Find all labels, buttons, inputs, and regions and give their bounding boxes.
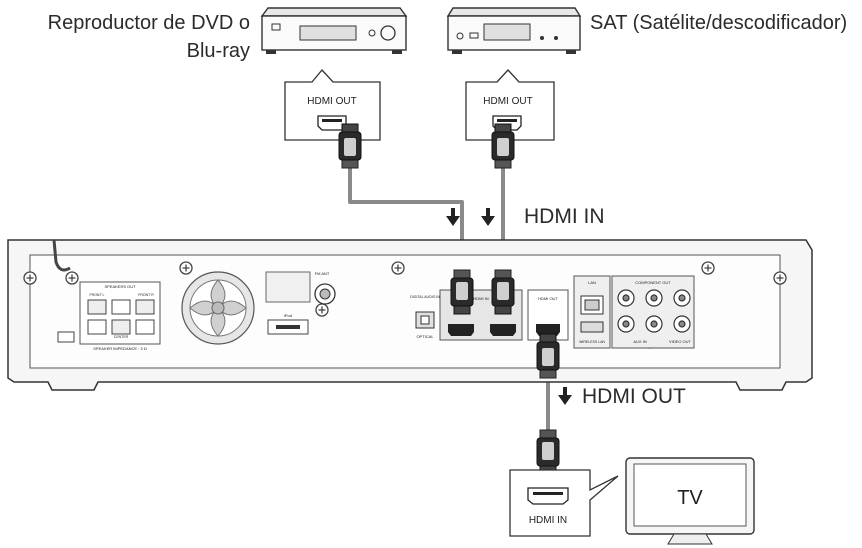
dvd-label-line1: Reproductor de DVD o	[47, 12, 250, 34]
aux-in-label: AUX IN	[633, 339, 646, 344]
hdmi-plug-icon	[536, 333, 560, 379]
sat-port-label: HDMI OUT	[483, 96, 532, 107]
video-out-label: VIDEO OUT	[669, 339, 692, 344]
speakers-out-label: SPEAKERS OUT	[104, 284, 136, 289]
hdmi-out-label: HDMI OUT	[582, 385, 686, 408]
digital-audio-in-label: DIGITAL AUDIO IN	[410, 295, 440, 299]
sat-label: SAT (Satélite/descodificador)	[590, 12, 848, 34]
fan-icon	[181, 271, 255, 345]
dvd-port-label: HDMI OUT	[307, 96, 356, 107]
down-arrow-icon	[558, 387, 572, 405]
front-l-label: FRONT L	[90, 293, 105, 297]
hdmi-plug-icon	[491, 269, 515, 315]
impedance-label: SPEAKER IMPEDANCE : 3 Ω	[93, 346, 146, 351]
down-arrow-icon	[481, 208, 495, 226]
hdmi-port-icon	[527, 487, 569, 505]
dvd-label-line2: Blu-ray	[186, 40, 250, 62]
sat-hdmi-out-callout: HDMI OUT	[465, 69, 555, 141]
tv-icon: TV	[625, 457, 755, 545]
dvd-cable	[348, 166, 464, 270]
tv-port-label: HDMI IN	[529, 515, 567, 526]
front-r-label: FRONT R	[138, 293, 154, 297]
fm-ant-label: FM ANT	[315, 271, 330, 276]
tv-hdmi-in-callout: HDMI IN	[509, 469, 619, 537]
wireless-lan-label: WIRELESS LAN	[579, 340, 605, 344]
hdmi-plug-icon	[338, 123, 362, 169]
ipod-label: iPod	[284, 313, 292, 318]
lan-label: LAN	[588, 280, 596, 285]
component-out-label: COMPONENT OUT	[635, 280, 671, 285]
sat-box	[446, 7, 582, 54]
hdmi-in-label: HDMI IN	[524, 205, 605, 228]
hdmi-plug-icon	[491, 123, 515, 169]
tv-label: TV	[677, 487, 703, 509]
dvd-hdmi-out-callout: HDMI OUT	[284, 69, 381, 141]
center-label: CENTER	[114, 335, 129, 339]
rca-jack-icon	[617, 289, 691, 333]
hdmi-out-panel-label: HDMI OUT	[538, 296, 558, 301]
hdmi-in-panel-label: HDMI IN	[473, 296, 488, 301]
hdmi-plug-icon	[450, 269, 474, 315]
rear-panel: SPEAKERS OUT FRONT L FRONT R CENTER SPEA…	[7, 239, 813, 391]
optical-label: OPTICAL	[416, 334, 434, 339]
dvd-player	[260, 7, 408, 54]
hdmi-plug-icon	[536, 429, 560, 475]
down-arrow-icon	[446, 208, 460, 226]
